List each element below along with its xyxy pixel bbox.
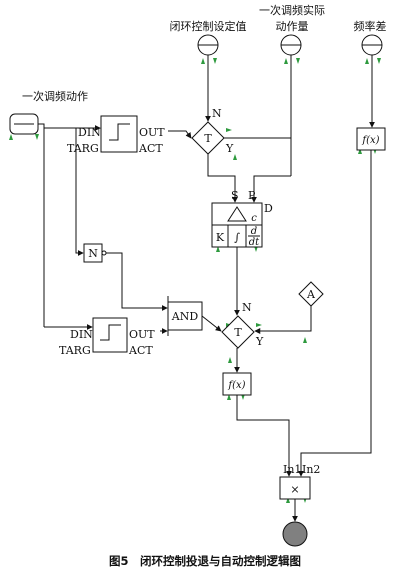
pid-d-den-label: dt	[249, 237, 260, 248]
function-block-2-label: f(x)	[361, 135, 379, 146]
t-switch-1-y-label: Y	[225, 142, 234, 155]
constant-a-label: A	[306, 288, 316, 301]
function-block-2: f(x)	[356, 127, 386, 151]
multiplier-in1-label: In1	[283, 463, 301, 476]
t-switch-2: T N Y	[221, 301, 264, 349]
integral-symbol: ∫	[234, 231, 240, 244]
t-switch-2-y-label: Y	[255, 335, 264, 348]
t-switch-1: T N Y	[191, 107, 234, 155]
constant-a-block: A	[298, 281, 324, 307]
t-switch-2-n-label: N	[242, 301, 252, 314]
pid-p-label: P	[248, 189, 256, 202]
quality-marks	[9, 58, 381, 503]
t-switch-1-label: T	[204, 132, 212, 145]
timer-block-1: DIN TARG OUT ACT	[67, 115, 165, 155]
not-gate: N	[83, 243, 107, 263]
actual-action-label-line1: 一次调频实际	[259, 3, 325, 17]
function-block-1: f(x)	[222, 372, 252, 396]
multiplier-symbol: ×	[290, 483, 299, 496]
primary-freq-action-input	[9, 113, 39, 135]
freq-error-label: 频率差	[354, 19, 387, 33]
actual-action-input-icon	[280, 34, 302, 56]
t-switch-1-n-label: N	[212, 107, 222, 120]
output-node-icon	[282, 521, 308, 547]
actual-action-label-line2: 动作量	[276, 20, 309, 33]
function-block-1-label: f(x)	[227, 380, 245, 391]
setpoint-label: 闭环控制设定值	[170, 19, 247, 33]
timer1-out-label: OUT	[139, 126, 165, 139]
multiplier-block: × In1 In2	[279, 463, 320, 500]
and-gate-label: AND	[171, 310, 199, 323]
multiplier-in2-label: In2	[302, 463, 320, 476]
pid-d-label: D	[264, 202, 273, 215]
setpoint-input-icon	[197, 34, 219, 56]
and-gate: AND	[167, 296, 203, 336]
timer1-act-label: ACT	[138, 142, 163, 155]
pid-c-label: c	[251, 213, 257, 224]
timer2-targ-label: TARG	[59, 344, 91, 357]
primary-freq-action-label: 一次调频动作	[22, 89, 88, 103]
pid-block: K ∫ c d dt S P D	[211, 189, 273, 248]
figure-caption: 图5 闭环控制投退与自动控制逻辑图	[109, 554, 301, 568]
freq-error-input-icon	[361, 34, 383, 56]
timer2-act-label: ACT	[128, 344, 153, 357]
timer2-din-label: DIN	[70, 328, 93, 341]
pid-d-num-label: d	[251, 226, 257, 237]
timer1-targ-label: TARG	[67, 142, 99, 155]
not-gate-label: N	[88, 247, 98, 260]
timer-block-2: DIN TARG OUT ACT	[59, 317, 155, 357]
timer2-out-label: OUT	[129, 328, 155, 341]
signal-wires	[38, 55, 375, 522]
pid-k-label: K	[216, 231, 225, 244]
t-switch-2-label: T	[234, 326, 242, 339]
